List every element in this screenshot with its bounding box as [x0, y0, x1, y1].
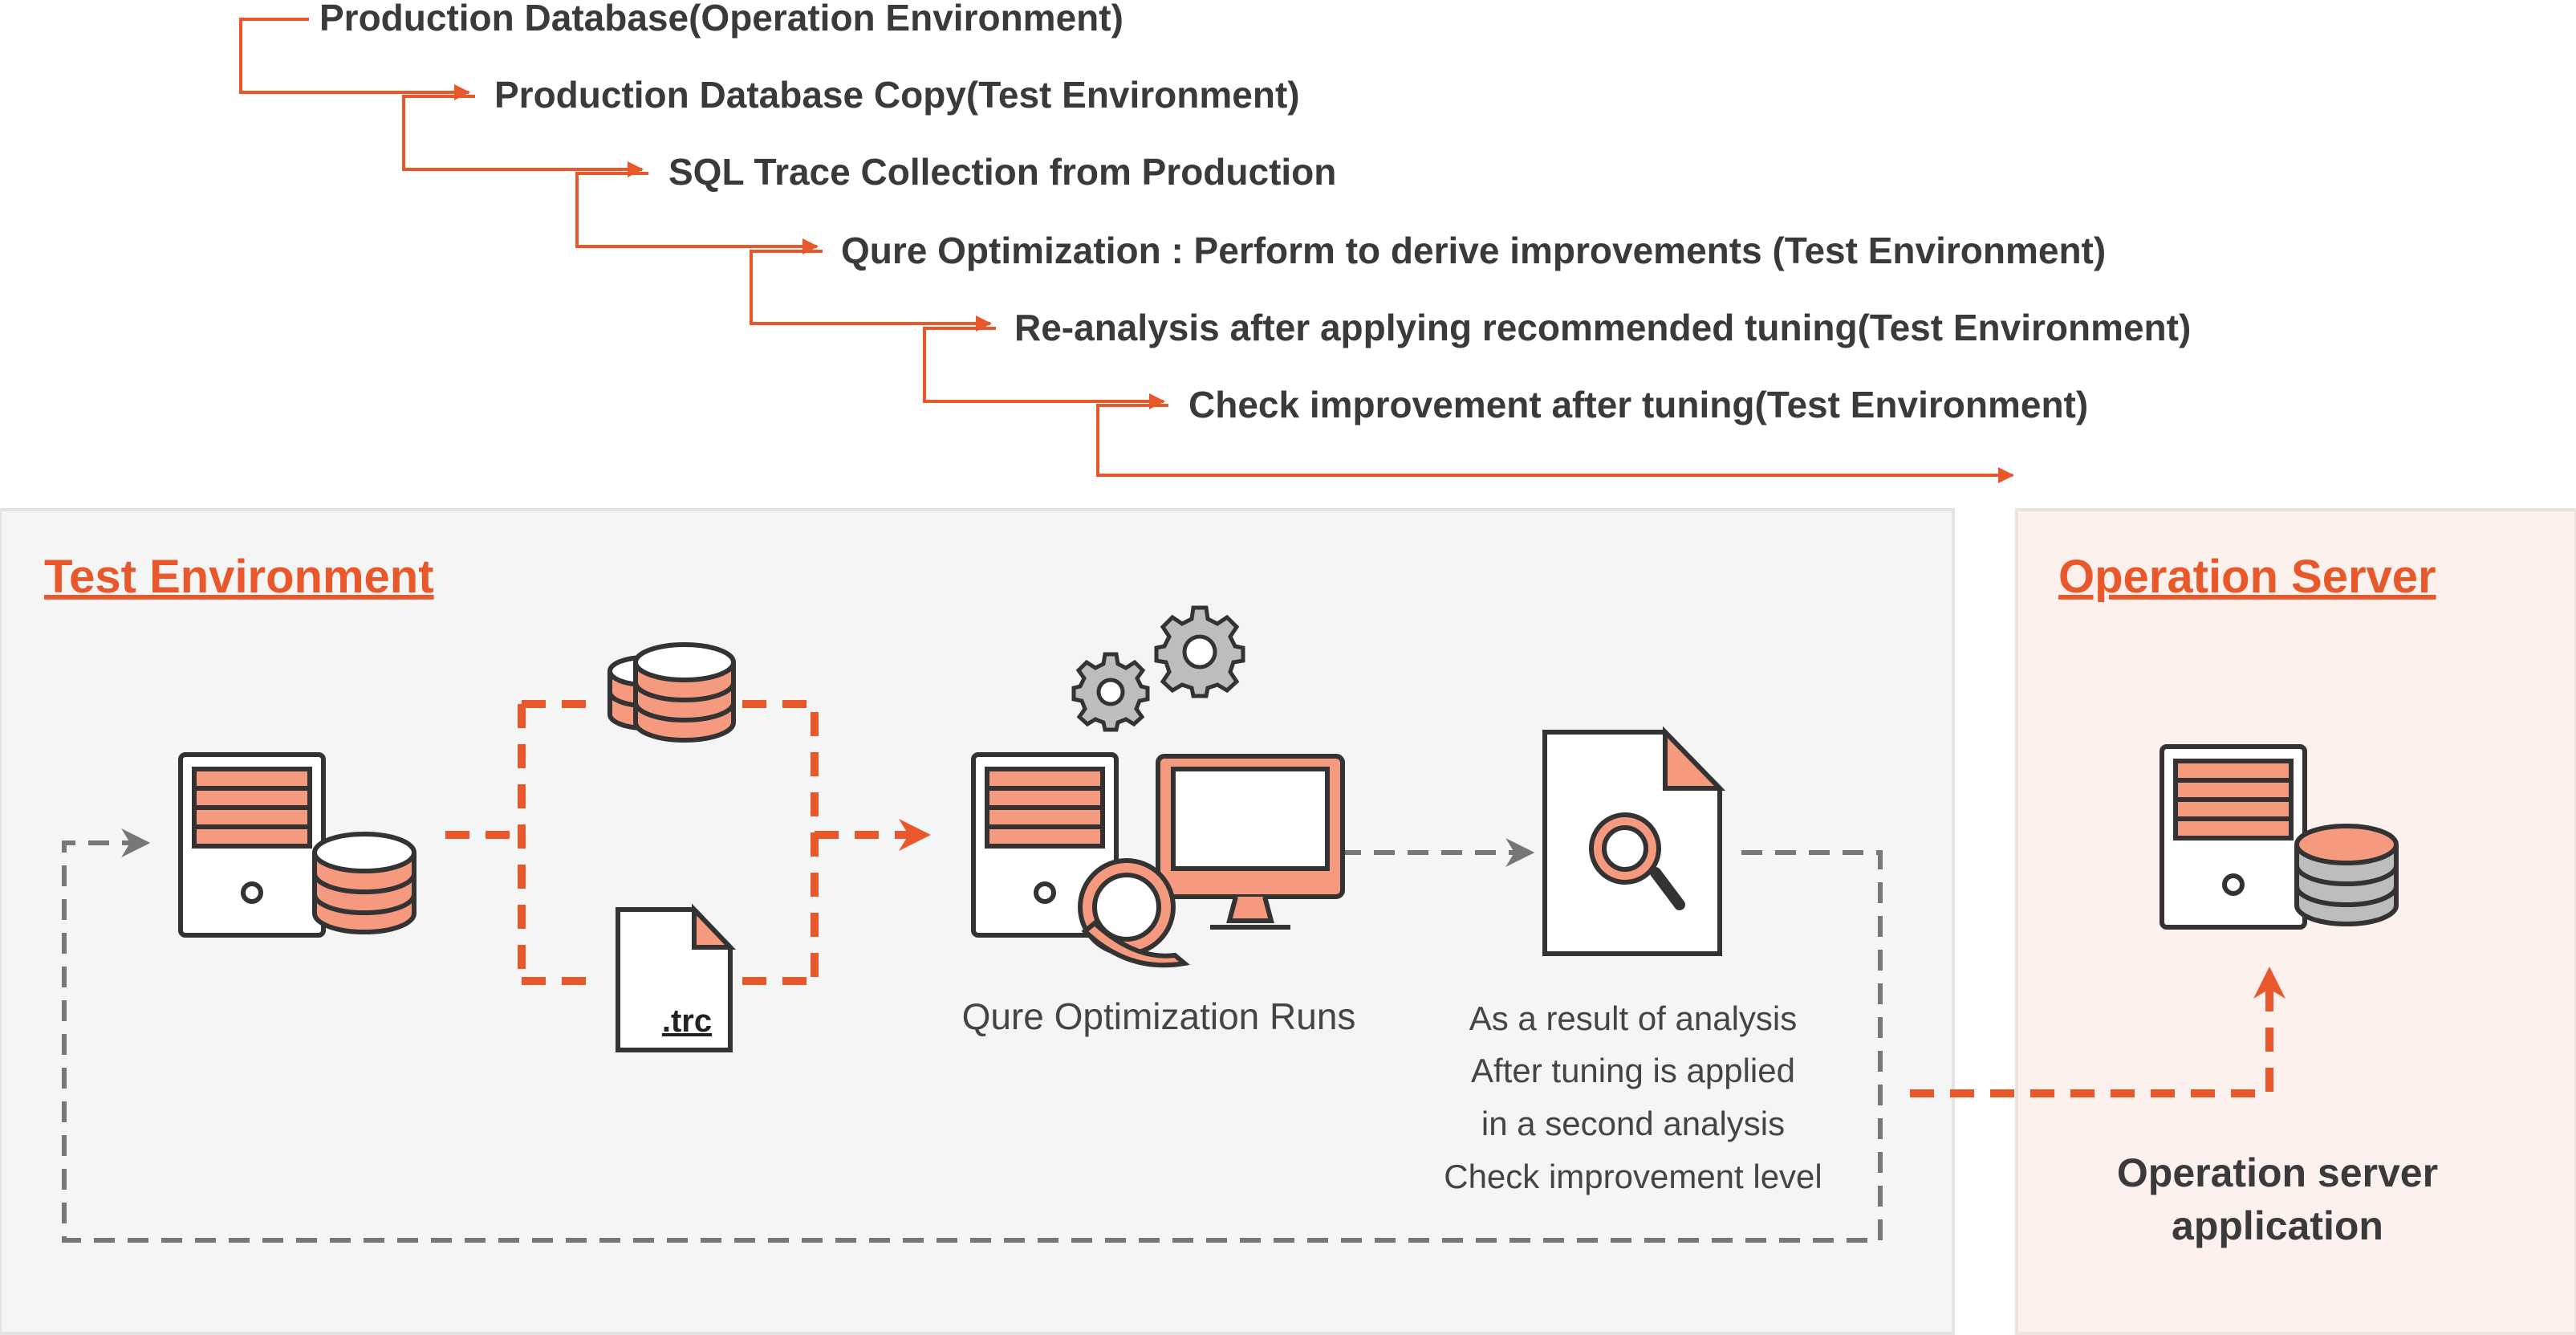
test-environment-title: Test Environment — [44, 551, 434, 603]
step-connector — [402, 95, 644, 177]
operation-server-title: Operation Server — [2058, 551, 2436, 603]
analysis-note-line: Check improvement level — [1444, 1158, 1822, 1195]
analysis-note-line: As a result of analysis — [1469, 999, 1798, 1037]
operation-database-icon — [2294, 824, 2399, 926]
step-2-label: Production Database Copy(Test Environmen… — [494, 74, 1300, 116]
operation-app-label-line: application — [2172, 1203, 2383, 1248]
operation-server-icon — [2160, 744, 2307, 930]
source-server-icon — [178, 752, 326, 938]
step-5-label: Re-analysis after applying recommended t… — [1014, 307, 2191, 348]
step-connector — [575, 172, 819, 254]
qure-server-icon — [971, 752, 1119, 938]
step-connector — [750, 250, 992, 332]
magnifier-icon — [1589, 812, 1685, 910]
step-3-label: SQL Trace Collection from Production — [668, 151, 1336, 193]
step-connector — [239, 18, 470, 100]
feedback-loop-arrow — [62, 828, 1883, 1243]
database-copy-icon — [607, 642, 736, 743]
qure-runs-label: Qure Optimization Runs — [962, 995, 1356, 1037]
step-connector — [923, 327, 1165, 409]
step-1-label: Production Database(Operation Environmen… — [319, 0, 1123, 39]
gear-large-icon — [1154, 605, 1245, 698]
monitor-icon — [1156, 754, 1345, 930]
trace-file-icon — [616, 903, 737, 1052]
step-4-label: Qure Optimization : Perform to derive im… — [841, 230, 2106, 271]
operation-app-label-line: Operation server — [2117, 1150, 2438, 1195]
step-connector — [1096, 404, 2014, 483]
from-db-copy-connector — [742, 700, 819, 981]
analysis-note-line: After tuning is applied — [1471, 1052, 1795, 1089]
trc-file-label: .trc — [662, 1003, 712, 1039]
qure-logo-icon — [1078, 858, 1190, 968]
source-database-icon — [312, 832, 416, 934]
analysis-note-line: in a second analysis — [1481, 1105, 1785, 1142]
process-steps — [239, 18, 2014, 483]
gear-small-icon — [1071, 652, 1150, 732]
step-6-label: Check improvement after tuning(Test Envi… — [1188, 384, 2088, 425]
